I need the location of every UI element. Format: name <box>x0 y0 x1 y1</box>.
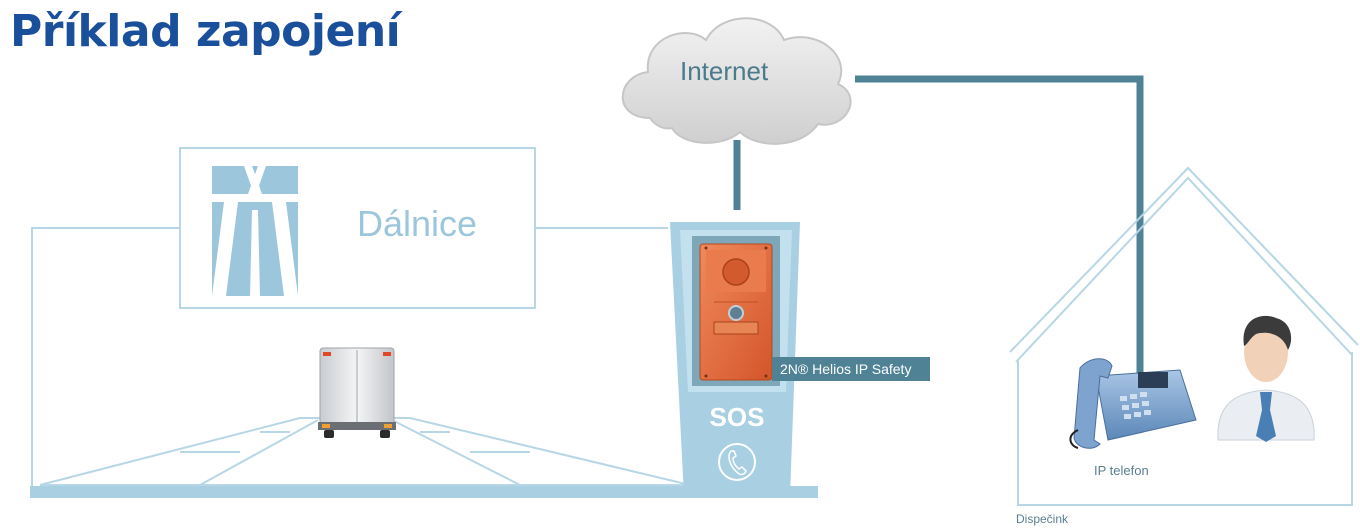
road <box>30 417 818 498</box>
truck-icon <box>318 347 396 438</box>
highway-outline <box>31 227 668 490</box>
house-icon <box>1009 166 1359 506</box>
person-icon <box>1217 315 1315 442</box>
device-label: 2N® Helios IP Safety <box>772 357 930 381</box>
ip-phone-label: IP telefon <box>1094 463 1149 478</box>
cloud-icon <box>621 17 852 145</box>
highway-sign-icon <box>212 166 298 296</box>
internet-label: Internet <box>680 56 769 86</box>
sos-label: SOS <box>709 402 765 432</box>
dispatch-label: Dispečink <box>1016 512 1069 526</box>
phone-handset-icon <box>718 443 756 481</box>
highway-label: Dálnice <box>357 203 478 244</box>
connection-lines <box>733 75 1144 378</box>
desk-phone-icon <box>1069 358 1197 449</box>
intercom-icon <box>699 243 773 381</box>
page-title: Příklad zapojení <box>10 6 401 57</box>
